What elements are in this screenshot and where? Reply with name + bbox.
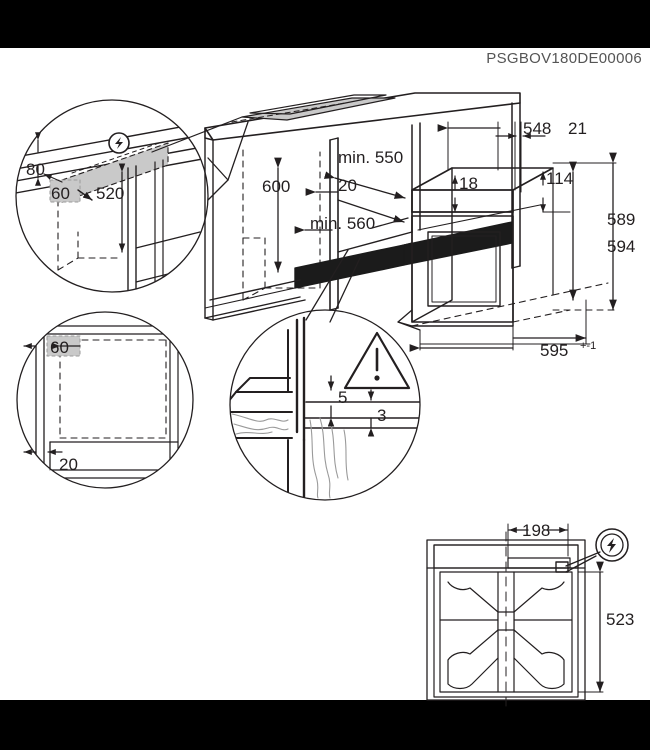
label-20-mid: 20: [59, 455, 78, 474]
dimension-198: [507, 523, 569, 561]
cabinet-side-clearance-detail: [16, 311, 194, 489]
dimension-20-mid: [23, 445, 63, 471]
dimension-523: [577, 561, 604, 693]
bottom-black-band: [0, 700, 650, 750]
dimension-21: [495, 121, 546, 193]
oven-isometric-drawing: [397, 167, 609, 331]
top-black-band: [0, 0, 650, 48]
label-114: 114: [546, 169, 573, 188]
document-code: PSGBOV180DE00006: [486, 50, 642, 67]
dimension-20-niche: [305, 188, 405, 223]
dimension-min-560: [294, 217, 409, 234]
worktop-edge-section-detail: [229, 249, 421, 501]
label-21: 21: [568, 119, 587, 138]
label-min-560: min. 560: [310, 214, 375, 233]
lightning-bolt-icon: [108, 132, 130, 154]
label-523: 523: [606, 610, 634, 629]
dimension-595: [409, 299, 591, 352]
dimension-18: [411, 175, 458, 213]
dimension-60-top: [43, 173, 93, 203]
dimension-114: [540, 171, 571, 213]
cabinet-niche-drawing: [204, 92, 541, 321]
lightning-bolt-icon-rear: [565, 528, 629, 573]
label-594: 594: [607, 237, 635, 256]
warning-triangle-icon: [343, 331, 411, 390]
label-60-mid: 60: [50, 338, 69, 357]
label-min-550: min. 550: [338, 148, 403, 167]
label-3: 3: [377, 406, 386, 425]
dimension-labels: 80 60 520 60 20 5 3 600 min. 550 20 min.…: [26, 119, 635, 629]
label-589: 589: [607, 210, 635, 229]
label-595-tolerance: +-1: [580, 340, 596, 352]
label-520: 520: [96, 184, 124, 203]
dimension-min-550: [323, 171, 406, 199]
label-5: 5: [338, 388, 347, 407]
label-60-top: 60: [51, 184, 70, 203]
label-600: 600: [262, 177, 290, 196]
label-595: 595: [540, 341, 568, 360]
rear-view-detail: [426, 523, 629, 713]
label-198: 198: [522, 521, 550, 540]
label-80: 80: [26, 160, 45, 179]
dimension-60-mid: [23, 335, 81, 357]
dimension-548: [437, 121, 501, 171]
label-548: 548: [523, 119, 551, 138]
dimension-594: [552, 152, 617, 311]
label-20-niche: 20: [338, 176, 357, 195]
label-18: 18: [459, 174, 478, 193]
